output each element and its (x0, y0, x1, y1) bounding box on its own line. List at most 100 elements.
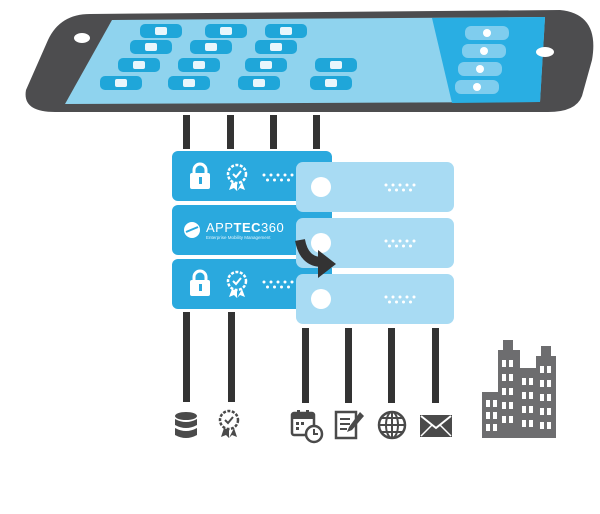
brand-panel (172, 205, 332, 255)
app-glyph-icon (183, 79, 195, 87)
building-window (522, 378, 526, 385)
building-window (540, 394, 544, 401)
building-window (529, 420, 533, 427)
brand-tagline: Enterprise Mobility Management (206, 235, 271, 240)
building-spire (541, 346, 551, 358)
building-window (509, 402, 513, 409)
apptec-logo-icon (184, 222, 200, 238)
connector-line (183, 115, 190, 149)
building-window (540, 408, 544, 415)
building-window (509, 374, 513, 381)
security-panel-bottom (172, 259, 332, 309)
dot (402, 244, 405, 248)
app-glyph-icon (280, 27, 292, 35)
server-unit-1 (296, 162, 454, 212)
dot (395, 188, 398, 192)
dot (290, 173, 294, 177)
dot (402, 300, 405, 304)
phone-connectors (183, 115, 320, 149)
dot (384, 239, 388, 243)
building-window (493, 412, 497, 419)
dot (388, 188, 391, 192)
connector-line (313, 115, 320, 149)
dock-glyph-icon (483, 29, 491, 37)
app-glyph-icon (260, 61, 272, 69)
building-window (486, 412, 490, 419)
app-glyph-icon (115, 79, 127, 87)
app-glyph-icon (253, 79, 265, 87)
smartphone (25, 10, 594, 112)
globe-icon (377, 410, 407, 440)
brand-name-light: APP (206, 220, 234, 235)
server-unit-2 (296, 218, 454, 268)
dot (269, 280, 273, 284)
building-window (522, 392, 526, 399)
server-led-icon (311, 289, 331, 309)
connector-line (432, 328, 439, 403)
building-window (540, 366, 544, 373)
dot (290, 280, 294, 284)
dot (409, 188, 412, 192)
building (536, 356, 556, 438)
dot (409, 300, 412, 304)
app-glyph-icon (155, 27, 167, 35)
dot (391, 295, 395, 299)
certificate-icon (218, 409, 240, 438)
dock-glyph-icon (476, 65, 484, 73)
brand-name-bold: TEC (233, 220, 262, 235)
app-glyph-icon (205, 43, 217, 51)
brand-name-number: 360 (261, 220, 285, 235)
dock-glyph-icon (480, 47, 488, 55)
dot (273, 178, 276, 182)
building-window (486, 424, 490, 431)
brand-name: APPTEC360 (206, 220, 284, 235)
app-glyph-icon (330, 61, 342, 69)
server-stack (296, 162, 454, 324)
dot (273, 285, 276, 289)
dot (283, 173, 287, 177)
dot (280, 285, 283, 289)
server-led-icon (311, 233, 331, 253)
calendar-clock-icon (290, 410, 324, 444)
security-server-stack (172, 151, 332, 309)
phone-speaker (74, 33, 90, 43)
building-window (493, 424, 497, 431)
dot (283, 280, 287, 284)
connector-line (183, 312, 190, 402)
dot (412, 295, 416, 299)
app-glyph-icon (133, 61, 145, 69)
dot (402, 188, 405, 192)
dot (287, 178, 290, 182)
dot (391, 239, 395, 243)
dot (276, 280, 280, 284)
building-window (547, 408, 551, 415)
building (518, 368, 536, 438)
building-window (547, 380, 551, 387)
dock-glyph-icon (473, 83, 481, 91)
dot (391, 183, 395, 187)
server-led-icon (311, 177, 331, 197)
dot (266, 285, 269, 289)
mail-icon (420, 415, 452, 437)
connector-line (345, 328, 352, 403)
dot (388, 244, 391, 248)
document-edit-icon (334, 410, 364, 440)
building-window (486, 400, 490, 407)
dot (398, 295, 402, 299)
building-window (502, 374, 506, 381)
server-dots (384, 183, 416, 304)
dot (395, 244, 398, 248)
lock-icon (190, 269, 210, 296)
app-glyph-icon (270, 43, 282, 51)
app-grid (100, 24, 509, 94)
dot (280, 178, 283, 182)
building-spire (503, 340, 513, 352)
dot (405, 183, 409, 187)
service-connectors (183, 312, 439, 403)
building-window (502, 360, 506, 367)
building-window (502, 416, 506, 423)
building-window (529, 406, 533, 413)
dot (266, 178, 269, 182)
dot (409, 244, 412, 248)
connector-line (228, 312, 235, 402)
